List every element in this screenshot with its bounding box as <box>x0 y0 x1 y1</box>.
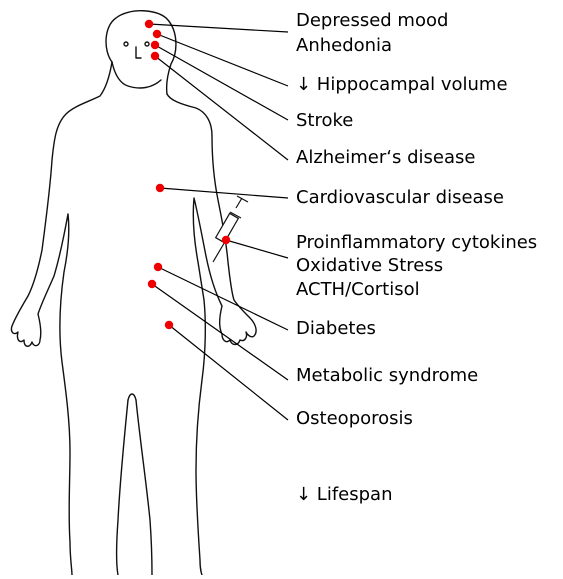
inner-leg-outline-2 <box>136 400 152 575</box>
label-stroke: Stroke <box>296 110 353 132</box>
marker-cheek <box>151 52 159 60</box>
crotch-outline <box>128 394 136 400</box>
line-osteoporosis <box>169 325 288 420</box>
line-depressed-mood <box>149 24 288 32</box>
marker-forehead <box>145 20 153 28</box>
connector-lines <box>149 24 288 420</box>
label-hippocampal-volume: ↓ Hippocampal volume <box>296 74 508 96</box>
syringe-plunger <box>236 198 242 208</box>
chin-outline <box>112 62 161 88</box>
marker-dots <box>145 20 230 329</box>
marker-thigh <box>165 321 173 329</box>
label-oxidative-stress: Oxidative Stress <box>296 255 443 277</box>
label-metabolic-syndrome: Metabolic syndrome <box>296 365 478 387</box>
inner-leg-outline <box>117 400 129 575</box>
label-depressed-mood: Depressed mood <box>296 10 448 32</box>
label-proinflammatory: Proinflammatory cytokines <box>296 232 537 254</box>
line-hippocampal-volume <box>157 34 288 86</box>
label-lifespan: ↓ Lifespan <box>296 484 393 506</box>
human-body-outline <box>11 11 256 575</box>
right-eye <box>145 42 149 46</box>
label-anhedonia: Anhedonia <box>296 35 392 57</box>
label-acth-cortisol: ACTH/Cortisol <box>296 279 420 301</box>
marker-eye <box>151 41 159 49</box>
marker-abdomen <box>154 263 162 271</box>
marker-temple <box>153 30 161 38</box>
head-outline <box>106 11 176 94</box>
marker-chest <box>156 184 164 192</box>
syringe-icon <box>213 196 248 262</box>
label-osteoporosis: Osteoporosis <box>296 408 413 430</box>
line-cardiovascular <box>160 188 288 198</box>
label-diabetes: Diabetes <box>296 318 376 340</box>
line-alzheimers <box>155 56 288 160</box>
marker-hip <box>148 280 156 288</box>
left-eye <box>124 42 128 46</box>
label-cardiovascular: Cardiovascular disease <box>296 187 504 209</box>
label-alzheimers: Alzheimer‘s disease <box>296 147 475 169</box>
line-proinflammatory <box>226 240 288 258</box>
marker-arm <box>222 236 230 244</box>
nose <box>136 47 141 58</box>
syringe-plunger-top <box>237 196 248 202</box>
line-diabetes <box>158 267 288 330</box>
left-side-outline <box>11 62 112 575</box>
